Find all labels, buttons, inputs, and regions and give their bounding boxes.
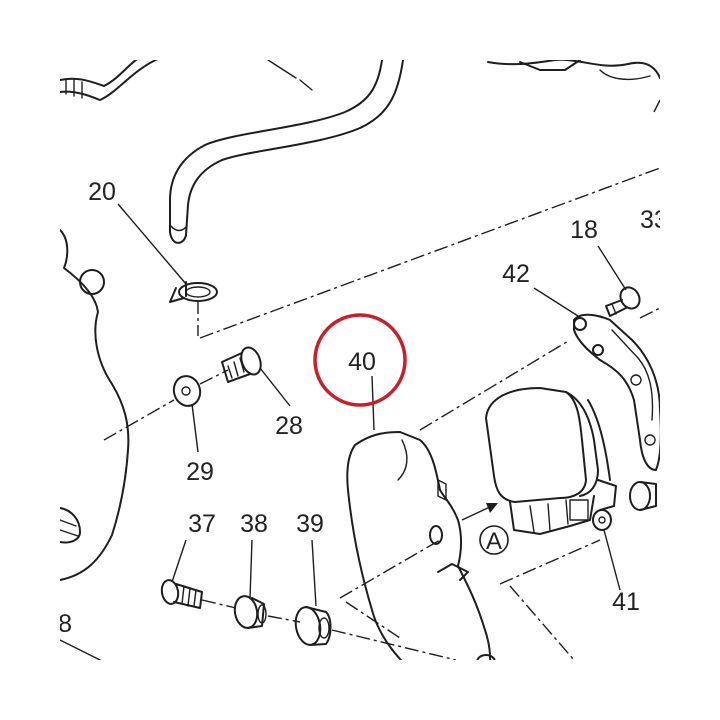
edge-mask-right — [660, 60, 720, 720]
part-label-28: 28 — [275, 412, 303, 440]
part-label-42: 42 — [502, 260, 530, 288]
spacer-38 — [233, 595, 267, 629]
left-housing — [59, 229, 130, 581]
direction-arrow — [461, 503, 498, 521]
part-label-37: 37 — [188, 510, 216, 538]
callout-a-label: A — [486, 528, 502, 555]
part-label-18: 18 — [570, 216, 598, 244]
part-label-39: 39 — [296, 510, 324, 538]
bush-right — [629, 481, 657, 511]
part-label-20: 20 — [88, 178, 116, 206]
hose — [169, 59, 404, 244]
leader-lines — [59, 203, 627, 663]
highlight-circle — [313, 313, 407, 407]
part-label-41: 41 — [612, 588, 640, 616]
washer-29 — [172, 375, 202, 407]
washer-41 — [592, 509, 612, 531]
edge-mask-left — [0, 0, 60, 720]
bracket-40 — [346, 431, 496, 681]
bracket-fragment-top-right — [487, 58, 661, 81]
grommet-39 — [294, 606, 332, 646]
edge-mask-top — [0, 0, 720, 60]
hose-clamp — [169, 281, 218, 303]
part-label-29: 29 — [186, 458, 214, 486]
bolt-28 — [221, 346, 262, 383]
edge-mask-bottom — [0, 660, 720, 720]
assembly-centerlines — [103, 99, 661, 661]
callout-a: A — [479, 525, 509, 555]
part-label-38: 38 — [240, 510, 268, 538]
actuator-assembly — [485, 387, 617, 535]
bolt-37 — [160, 579, 203, 609]
hose-fragment-top-left — [59, 55, 161, 101]
bracket-42 — [573, 313, 662, 471]
part-label-40: 40 — [348, 348, 376, 376]
